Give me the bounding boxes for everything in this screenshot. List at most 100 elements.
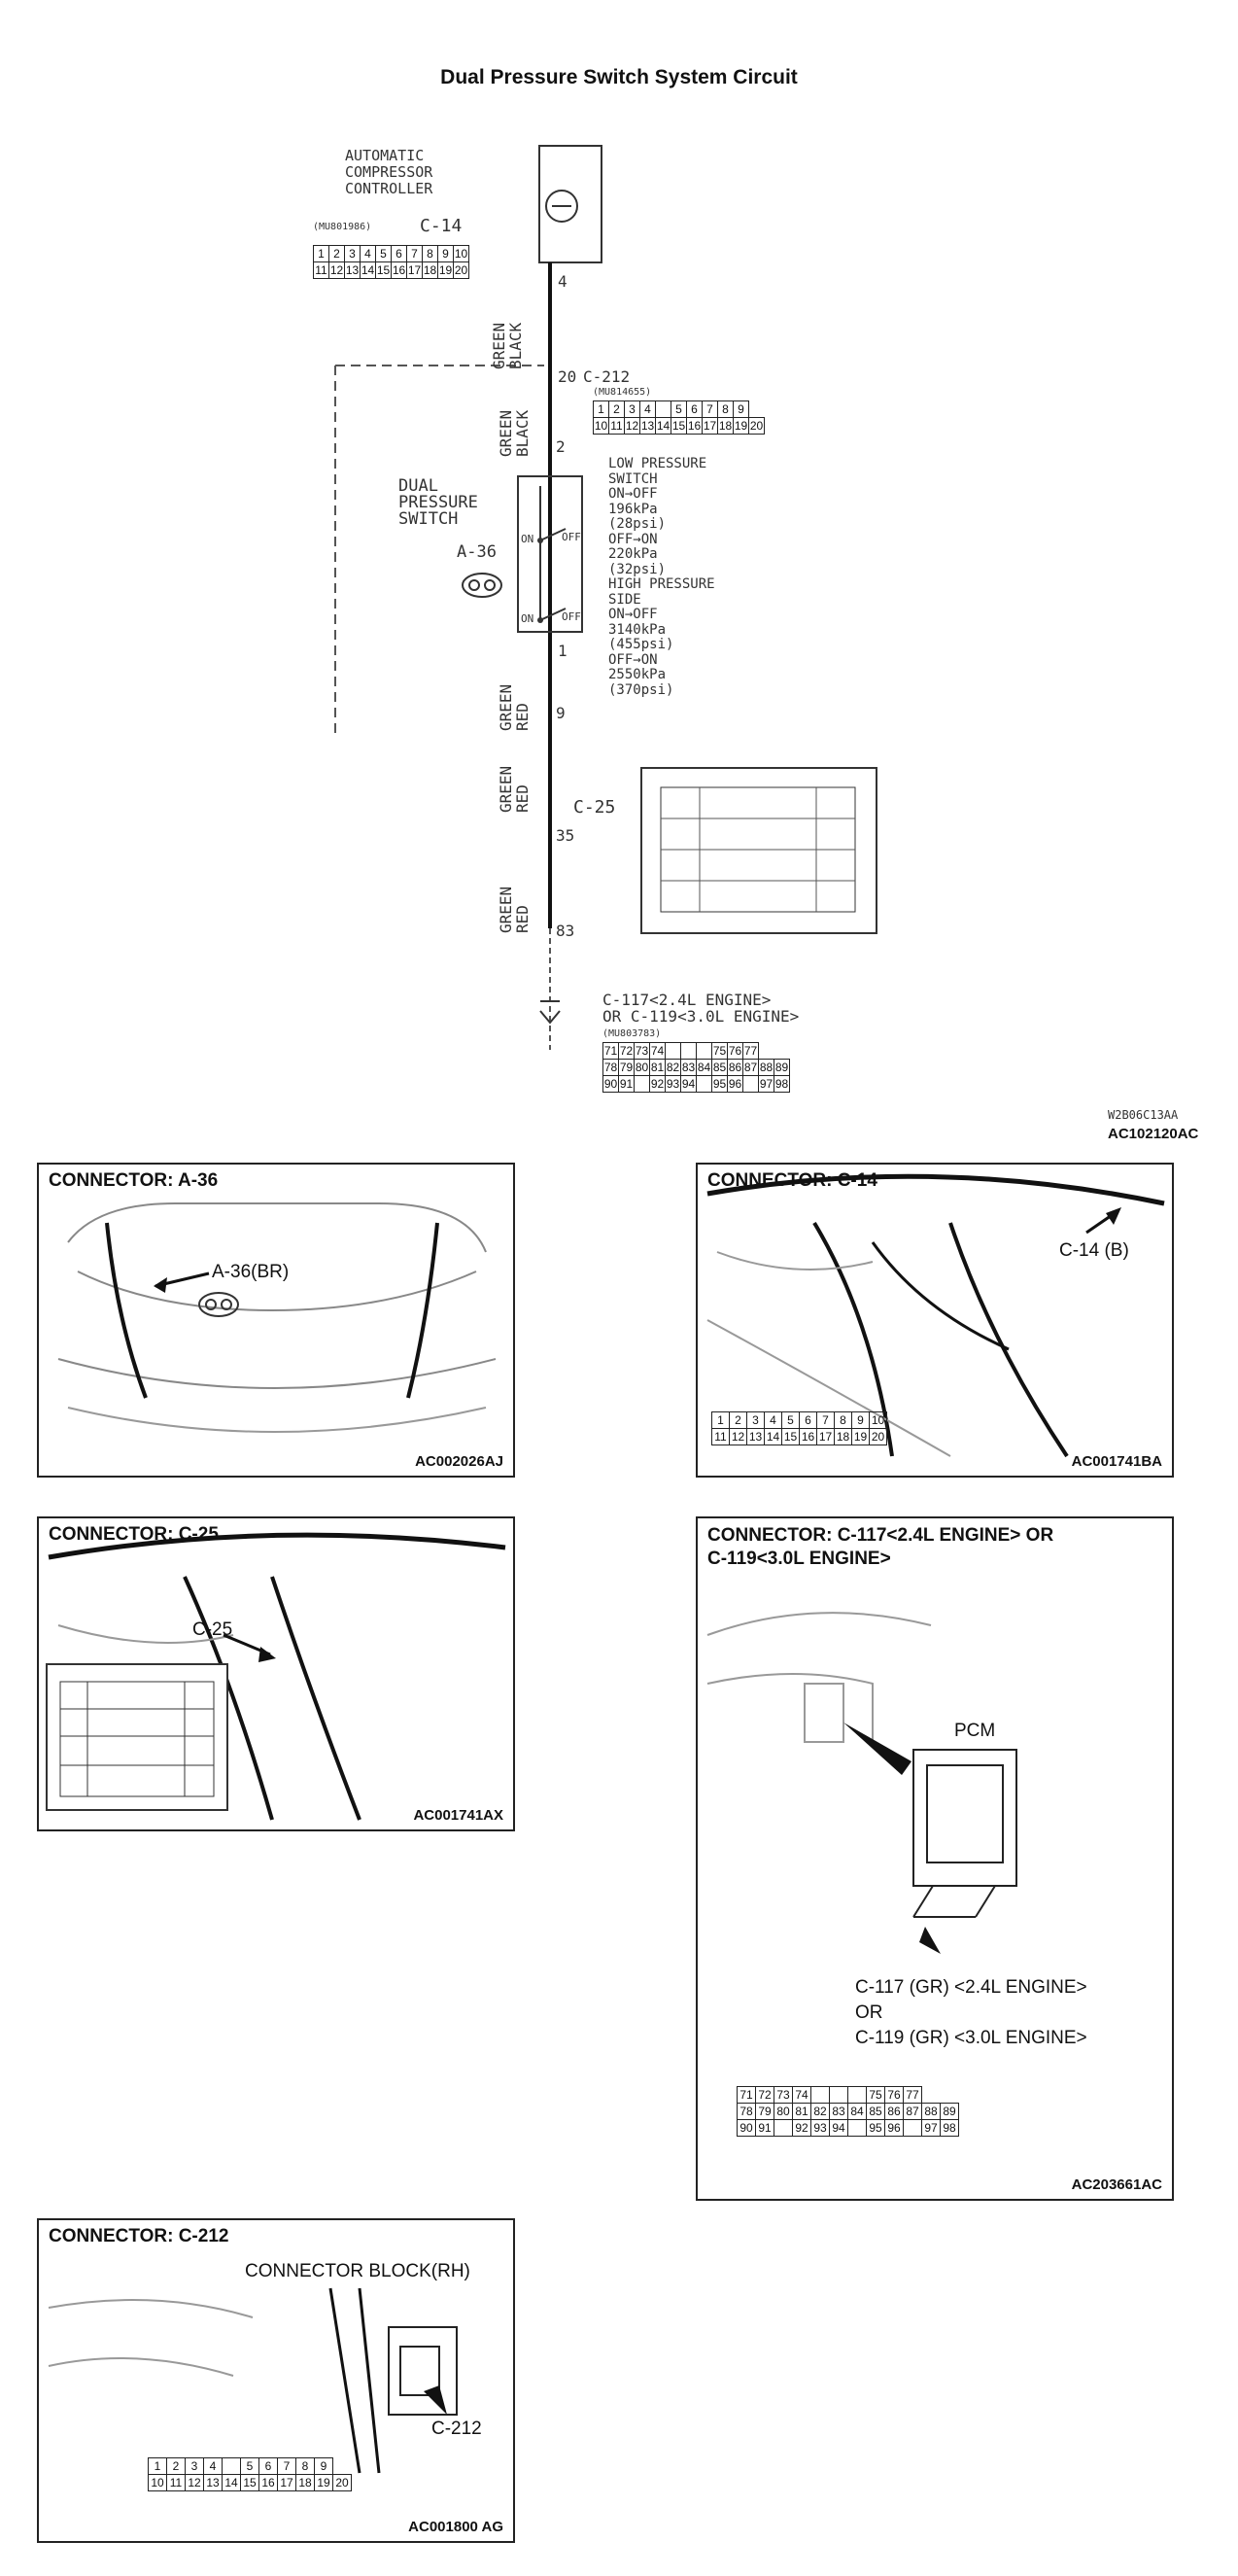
switch-on-1: ON	[521, 533, 534, 545]
connector-pin: 5	[240, 2457, 259, 2475]
connector-pin: 96	[727, 1075, 743, 1093]
connector-pin	[774, 2119, 793, 2137]
callout-a36: A-36(BR)	[212, 1262, 290, 1282]
connector-pin: 94	[829, 2119, 848, 2137]
connector-pin: 16	[258, 2474, 278, 2491]
connector-pin: 18	[295, 2474, 315, 2491]
connector-pin: 13	[746, 1428, 765, 1445]
pcm-connector-label: C-117<2.4L ENGINE> OR C-119<3.0L ENGINE>	[602, 991, 800, 1026]
connector-pin: 2	[608, 400, 625, 418]
connector-pin: 91	[755, 2119, 774, 2137]
panel-connector-c117: CONNECTOR: C-117<2.4L ENGINE> OR C-119<3…	[696, 1516, 1174, 2201]
connector-pin: 20	[453, 261, 469, 279]
connector-pin: 6	[391, 245, 407, 262]
connector-pin: 9	[733, 400, 749, 418]
panel-connector-a36: CONNECTOR: A-36 A-36(BR) AC002026AJ	[37, 1163, 515, 1478]
connector-pin: 11	[608, 417, 625, 435]
connector-pin: 8	[717, 400, 734, 418]
switch-on-2: ON	[521, 612, 534, 625]
connector-pin: 15	[781, 1428, 800, 1445]
ref-small: W2B06C13AA	[1108, 1108, 1179, 1122]
a36-symbol	[462, 573, 502, 598]
connector-pin: 7	[277, 2457, 296, 2475]
connector-pin: 18	[834, 1428, 852, 1445]
connector-pin: 74	[649, 1042, 666, 1060]
connector-pin	[665, 1042, 681, 1060]
panel-code: AC001741BA	[1071, 1453, 1162, 1470]
connector-pin: 13	[203, 2474, 223, 2491]
wire-top-label: GREEN BLACK	[490, 322, 525, 369]
connector-pin: 19	[733, 417, 749, 435]
panel-code: AC002026AJ	[415, 1453, 503, 1470]
connector-pin: 2	[166, 2457, 186, 2475]
connector-pin: 81	[792, 2103, 811, 2120]
pcm-location-drawing	[706, 1612, 1017, 1954]
connector-pin: 98	[774, 1075, 790, 1093]
connector-pin: 14	[360, 261, 376, 279]
connector-pin: 2	[729, 1411, 747, 1429]
connector-pin: 12	[185, 2474, 204, 2491]
connector-block-drawing	[48, 2287, 458, 2474]
connector-pin: 71	[737, 2086, 756, 2104]
connector-pin: 85	[866, 2103, 885, 2120]
connector-pin: 17	[702, 417, 718, 435]
connector-pin	[634, 1075, 650, 1093]
connector-pin: 72	[755, 2086, 774, 2104]
connector-pin: 8	[834, 1411, 852, 1429]
dashboard-harness-drawing	[46, 1532, 506, 1821]
connector-pin	[903, 2119, 922, 2137]
c14-code: (MU801986)	[313, 222, 372, 232]
connector-pin: 13	[344, 261, 361, 279]
connector-pin: 9	[314, 2457, 333, 2475]
connector-pin	[222, 2457, 241, 2475]
connector-pin: 5	[781, 1411, 800, 1429]
connector-pin	[829, 2086, 848, 2104]
connector-pin: 15	[671, 417, 687, 435]
connector-pin: 84	[847, 2103, 867, 2120]
callout-c119: C-119 (GR) <3.0L ENGINE>	[855, 2028, 1087, 2048]
connector-pin: 83	[680, 1059, 697, 1076]
connector-pin: 20	[748, 417, 765, 435]
connector-pin: 93	[810, 2119, 830, 2137]
pin-1: 1	[558, 642, 567, 660]
panel-title: CONNECTOR: C-212	[49, 2226, 229, 2246]
connector-pin: 17	[816, 1428, 835, 1445]
switch-off-1: OFF	[562, 531, 581, 543]
c14-label: C-14	[420, 216, 463, 236]
connector-pin: 19	[314, 2474, 333, 2491]
connector-pin: 72	[618, 1042, 635, 1060]
connector-pin: 76	[884, 2086, 904, 2104]
connector-pin: 3	[344, 245, 361, 262]
connector-pin: 10	[869, 1411, 887, 1429]
connector-pin: 6	[258, 2457, 278, 2475]
connector-pin: 87	[903, 2103, 922, 2120]
connector-pin: 89	[774, 1059, 790, 1076]
connector-pin: 71	[602, 1042, 619, 1060]
dps-label: DUAL PRESSURE SWITCH	[398, 476, 478, 529]
connector-pin	[742, 1075, 759, 1093]
connector-pin: 9	[437, 245, 454, 262]
pcm-code: (MU803783)	[602, 1028, 662, 1039]
pin-4: 4	[558, 272, 567, 291]
callout-c25: C-25	[192, 1619, 233, 1640]
connector-pin: 10	[593, 417, 609, 435]
connector-pin: 93	[665, 1075, 681, 1093]
connector-pin: 3	[624, 400, 640, 418]
connector-pin: 89	[940, 2103, 959, 2120]
connector-pin: 18	[422, 261, 438, 279]
connector-pin	[696, 1075, 712, 1093]
compressor-box	[538, 145, 602, 263]
connector-pin: 6	[799, 1411, 817, 1429]
pin-35: 35	[556, 826, 575, 845]
connector-pin: 7	[816, 1411, 835, 1429]
connector-pin: 11	[313, 261, 329, 279]
connector-pin: 88	[758, 1059, 774, 1076]
connector-pin: 17	[406, 261, 423, 279]
c25-outline	[640, 767, 877, 934]
a36-label: A-36	[457, 542, 497, 562]
pcm-label: PCM	[954, 1721, 996, 1741]
